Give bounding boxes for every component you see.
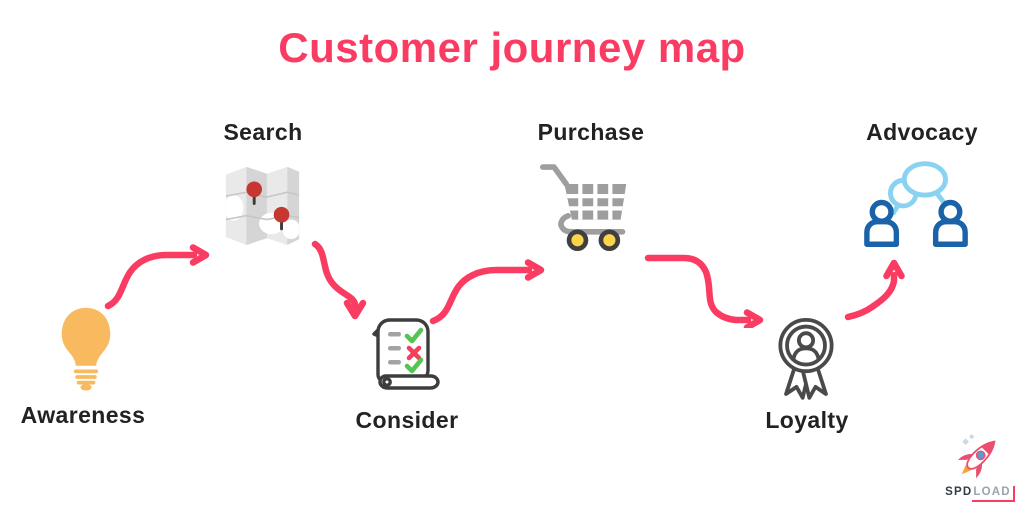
stage-label-loyalty: Loyalty	[765, 407, 849, 433]
arrow-search-to-consider	[311, 240, 367, 320]
people-chat-icon	[864, 161, 968, 247]
logo-text-spd: SPD	[945, 486, 973, 498]
medal-badge-icon	[778, 318, 834, 400]
map-pins-icon	[225, 166, 300, 245]
logo-text: SPDLOAD	[938, 486, 1022, 502]
arrow-loyalty-to-advocacy	[844, 259, 905, 321]
stage-label-purchase: Purchase	[537, 119, 645, 145]
spdload-logo: SPDLOAD	[938, 432, 1022, 502]
stage-label-consider: Consider	[355, 407, 459, 433]
lightbulb-icon	[61, 307, 111, 391]
stage-label-search: Search	[223, 119, 303, 145]
arrow-purchase-to-loyalty	[644, 254, 764, 328]
arrow-consider-to-purchase	[429, 259, 545, 325]
rocket-icon	[957, 434, 996, 479]
stage-label-advocacy: Advocacy	[866, 119, 978, 145]
stage-label-awareness: Awareness	[20, 402, 146, 428]
logo-text-load: LOAD	[972, 486, 1015, 502]
checklist-scroll-icon	[372, 318, 440, 390]
shopping-cart-icon	[540, 164, 627, 251]
arrow-awareness-to-search	[104, 244, 210, 310]
page-title: Customer journey map	[278, 24, 746, 71]
